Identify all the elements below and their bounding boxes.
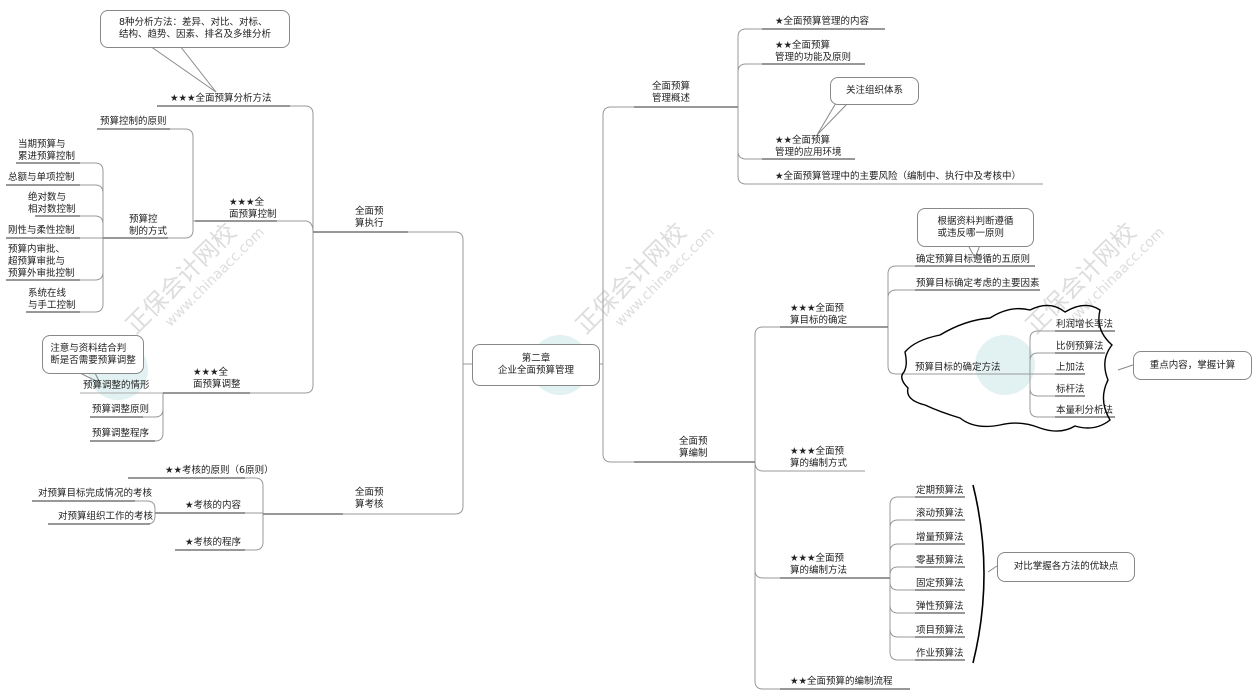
node-compile-style[interactable]: ★★★全面预 算的编制方式: [790, 446, 848, 469]
node-target-methods[interactable]: 预算目标的确定方法: [915, 362, 1001, 373]
node-target-method-item[interactable]: 利润增长率法: [1056, 319, 1114, 330]
bracket: [972, 484, 985, 664]
node-overview-item[interactable]: ★★全面预算 管理的应用环境: [775, 135, 842, 158]
node-adjust-item[interactable]: 预算调整的情形: [83, 380, 150, 391]
node-target-method-item[interactable]: 比例预算法: [1056, 341, 1104, 352]
callout-target-principle: 根据资料判断遵循 或违反哪一原则: [917, 208, 1034, 247]
node-control-mode-item[interactable]: 系统在线 与手工控制: [28, 288, 76, 311]
node-control-mode-item[interactable]: 绝对数与 相对数控制: [28, 192, 76, 215]
node-overview-item[interactable]: ★★全面预算 管理的功能及原则: [775, 40, 852, 63]
node-assessment-principle[interactable]: ★★考核的原则（6原则）: [165, 465, 274, 476]
node-control-mode-item[interactable]: 当期预算与 累进预算控制: [18, 139, 76, 162]
node-compile-method-item[interactable]: 作业预算法: [916, 648, 964, 659]
node-assessment-procedure[interactable]: ★考核的程序: [185, 537, 242, 548]
node-target-method-item[interactable]: 上加法: [1056, 362, 1085, 373]
node-budget-adjust[interactable]: ★★★全 面预算调整: [193, 367, 241, 390]
node-control-principle[interactable]: 预算控制的原则: [100, 116, 167, 127]
node-target[interactable]: ★★★全面预 算目标的确定: [790, 303, 848, 326]
node-adjust-item[interactable]: 预算调整程序: [92, 428, 150, 439]
node-compile-method-item[interactable]: 项目预算法: [916, 625, 964, 636]
node-compile-method-item[interactable]: 增量预算法: [916, 532, 964, 543]
node-control-mode-item[interactable]: 总额与单项控制: [8, 172, 75, 183]
node-compile-method-item[interactable]: 零基预算法: [916, 555, 964, 566]
node-assessment-content[interactable]: ★考核的内容: [185, 500, 242, 511]
node-compile-method-item[interactable]: 滚动预算法: [916, 508, 964, 519]
node-overview[interactable]: 全面预算 管理概述: [652, 81, 691, 104]
node-compile-methods[interactable]: ★★★全面预 算的编制方法: [790, 553, 848, 576]
node-compile[interactable]: 全面预 算编制: [679, 436, 708, 459]
node-assessment-content-item[interactable]: 对预算目标完成情况的考核: [38, 488, 153, 499]
node-control-mode-item[interactable]: 刚性与柔性控制: [8, 225, 75, 236]
node-budget-execution[interactable]: 全面预 算执行: [355, 206, 384, 229]
callout-compare-methods: 对比掌握各方法的优缺点: [997, 552, 1135, 582]
node-control-mode[interactable]: 预算控 制的方式: [129, 214, 168, 237]
node-compile-method-item[interactable]: 固定预算法: [916, 578, 964, 589]
node-analysis-methods[interactable]: ★★★全面预算分析方法: [170, 93, 272, 104]
node-compile-method-item[interactable]: 定期预算法: [916, 485, 964, 496]
callout-org-system: 关注组织体系: [830, 77, 919, 105]
node-compile-method-item[interactable]: 弹性预算法: [916, 601, 964, 612]
chapter-label: 第二章: [521, 353, 551, 364]
highlight-cloud: [901, 304, 1113, 432]
callout-key-content: 重点内容，掌握计算: [1133, 351, 1252, 380]
node-budget-control[interactable]: ★★★全 面预算控制: [229, 197, 277, 220]
node-compile-process[interactable]: ★★全面预算的编制流程: [790, 676, 893, 687]
chapter-title: 企业全面预算管理: [497, 365, 574, 376]
node-target-principles[interactable]: 确定预算目标遵循的五原则: [916, 254, 1031, 265]
node-overview-item[interactable]: ★全面预算管理的内容: [775, 16, 870, 27]
node-adjust-item[interactable]: 预算调整原则: [92, 404, 150, 415]
callout-analysis-methods: 8种分析方法：差异、对比、对标、 结构、趋势、因素、排名及多维分析: [100, 10, 290, 48]
node-overview-item[interactable]: ★全面预算管理中的主要风险（编制中、执行中及考核中）: [775, 171, 1022, 182]
node-target-factors[interactable]: 预算目标确定考虑的主要因素: [916, 278, 1040, 289]
node-control-mode-item[interactable]: 预算内审批、 超预算审批与 预算外审批控制: [8, 244, 75, 279]
node-assessment-content-item[interactable]: 对预算组织工作的考核: [58, 511, 154, 522]
node-budget-assessment[interactable]: 全面预 算考核: [355, 487, 384, 510]
node-target-method-item[interactable]: 本量利分析法: [1056, 405, 1114, 416]
node-target-method-item[interactable]: 标杆法: [1056, 384, 1085, 395]
central-topic[interactable]: 第二章企业全面预算管理: [472, 344, 600, 386]
callout-adjust: 注意与资料结合判 断是否需要预算调整: [42, 335, 144, 374]
